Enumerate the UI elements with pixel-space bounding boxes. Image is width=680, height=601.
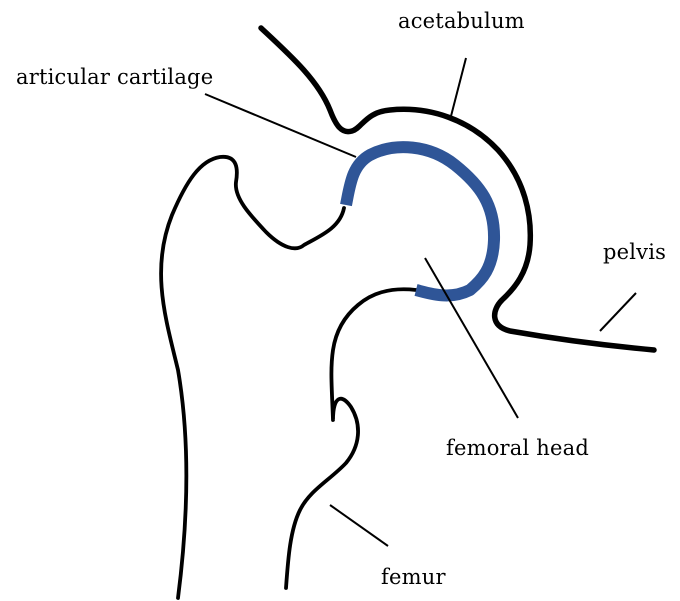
label-acetabulum: acetabulum [398, 11, 525, 32]
leader-line-femur [330, 505, 388, 546]
acetabulum-outline [261, 28, 654, 350]
label-femoral-head: femoral head [446, 438, 589, 459]
femur-right-outline [286, 289, 416, 588]
articular-cartilage-band [346, 147, 494, 295]
femur-left-outline [161, 157, 344, 598]
label-pelvis: pelvis [603, 242, 666, 263]
leader-line-pelvis [600, 293, 636, 331]
label-femur: femur [381, 567, 446, 588]
label-articular-cartilage: articular cartilage [16, 67, 213, 88]
leader-line-acetabulum [450, 58, 466, 120]
leader-line-cartilage [205, 94, 356, 157]
